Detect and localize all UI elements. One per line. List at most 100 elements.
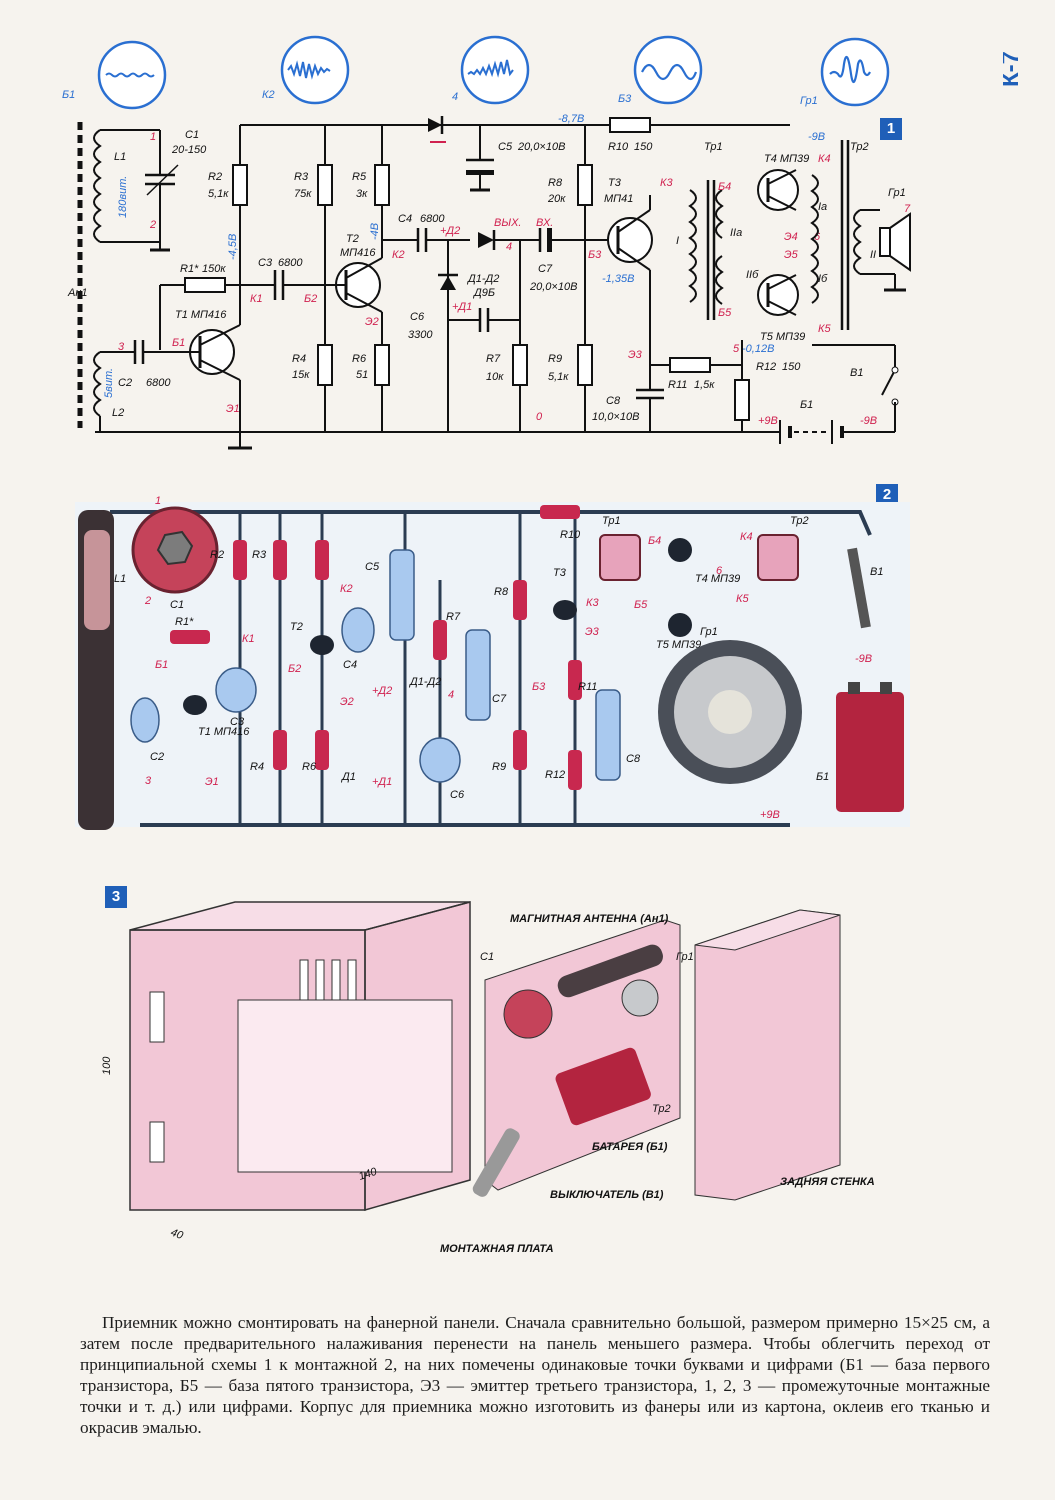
label-c1: С1 — [480, 951, 494, 963]
r4-value: 15к — [292, 369, 310, 381]
point-5: 5 — [733, 343, 740, 355]
w-r12: R12 — [545, 769, 565, 781]
w-c7: C7 — [492, 693, 507, 705]
w-d1-name: Д1 — [340, 771, 356, 783]
antenna-label: Ан1 — [67, 287, 88, 299]
t4-label: T4 МП39 — [764, 153, 809, 165]
t3-name: T3 — [608, 177, 622, 189]
w-gr1: Гр1 — [700, 626, 718, 638]
w-4: 4 — [448, 689, 454, 701]
t3-type: МП41 — [604, 193, 633, 205]
label-switch: ВЫКЛЮЧАТЕЛЬ (В1) — [550, 1189, 664, 1201]
w-b5: Б5 — [634, 599, 648, 611]
t5-label: T5 МП39 — [760, 331, 805, 343]
w-c8: C8 — [626, 753, 641, 765]
r2-value: 5,1к — [208, 188, 229, 200]
w-r7: R7 — [446, 611, 461, 623]
point-e5: Э5 — [784, 249, 799, 261]
l2-label: L2 — [112, 407, 124, 419]
v1-label: В1 — [850, 367, 863, 379]
c2-name: C2 — [118, 377, 132, 389]
voltage-minus: -9В — [860, 415, 877, 427]
w-t3: T3 — [553, 567, 567, 579]
r8-name: R8 — [548, 177, 563, 189]
scope-label-b1: Б1 — [62, 89, 75, 101]
c1-name: C1 — [185, 129, 199, 141]
w-d-label: Д1-Д2 — [408, 676, 441, 688]
point-2: 2 — [149, 219, 156, 231]
in-label: ВХ. — [536, 217, 553, 229]
r3-value: 75к — [294, 188, 312, 200]
w-point-2: 2 — [144, 595, 151, 607]
point-e2: Э2 — [365, 316, 379, 328]
r2-name: R2 — [208, 171, 222, 183]
r1-name: R1* — [180, 263, 199, 275]
w-t5: T5 МП39 — [656, 639, 701, 651]
c6-value: 3300 — [408, 329, 433, 341]
w-c1-label: C1 — [170, 599, 184, 611]
d1-label: +Д1 — [452, 301, 472, 313]
w-point-3: 3 — [145, 775, 152, 787]
r4-name: R4 — [292, 353, 306, 365]
scope-b1: Б1 — [62, 40, 167, 110]
r5-value: 3к — [356, 188, 368, 200]
battery-label: Б1 — [800, 399, 813, 411]
r11-value: 1,5к — [694, 379, 715, 391]
out-label: ВЫХ. — [494, 217, 521, 229]
l1-label: L1 — [114, 151, 126, 163]
w-tr1: Тр1 — [602, 515, 621, 527]
winding-iib: IIб — [746, 269, 759, 281]
label-battery: БАТАРЕЯ (Б1) — [592, 1141, 668, 1153]
r1-value: 150к — [202, 263, 226, 275]
voltage-plus: +9В — [758, 415, 778, 427]
r9-name: R9 — [548, 353, 562, 365]
w-k1: К1 — [242, 633, 255, 645]
c4-value: 6800 — [420, 213, 445, 225]
tr2-label: Тр2 — [850, 141, 869, 153]
r9-value: 5,1к — [548, 371, 569, 383]
scope-label-gr1: Гр1 — [800, 95, 818, 107]
w-r6: R6 — [302, 761, 317, 773]
c3-value: 6800 — [278, 257, 303, 269]
w-r4: R4 — [250, 761, 264, 773]
c6-name: C6 — [410, 311, 425, 323]
dim-width: 140 — [357, 1165, 379, 1182]
point-b3: Б3 — [588, 249, 602, 261]
label-back-wall: ЗАДНЯЯ СТЕНКА — [780, 1176, 875, 1188]
winding-iia: IIа — [730, 227, 742, 239]
enclosure-diagram: 100 140 40 МАГНИТНАЯ АНТЕННА (Ан1) С1 Гр… — [101, 901, 875, 1255]
w-minus: -9В — [855, 653, 872, 665]
voltage-t1: -4,5В — [227, 234, 239, 260]
r10-name: R10 — [608, 141, 629, 153]
w-e1: Э1 — [205, 776, 219, 788]
w-r2: R2 — [210, 549, 224, 561]
point-k3: К3 — [660, 177, 673, 189]
scope-label-k2: К2 — [262, 89, 275, 101]
w-r11: R11 — [578, 681, 597, 693]
point-4: 4 — [506, 241, 512, 253]
w-k3: К3 — [586, 597, 599, 609]
diodes-type: Д9Б — [472, 287, 495, 299]
label-magnetic-antenna: МАГНИТНАЯ АНТЕННА (Ан1) — [510, 913, 669, 925]
c7-value: 20,0×10В — [529, 281, 577, 293]
point-b5: Б5 — [718, 307, 732, 319]
point-e4: Э4 — [784, 231, 798, 243]
figure-1-badge: 1 — [880, 118, 902, 140]
r12-value: 150 — [782, 361, 801, 373]
w-e2: Э2 — [340, 696, 354, 708]
w-c3: C3 — [230, 716, 245, 728]
c2-value: 6800 — [146, 377, 171, 389]
voltage-t3: -1,35В — [602, 273, 634, 285]
label-gr1: Гр1 — [676, 951, 694, 963]
schematic-diagram: Б1 К2 4 Б3 Гр1 L1 180вит. C1 20-150 1 2 … — [62, 35, 911, 450]
w-b1p: Б1 — [155, 659, 168, 671]
scope-b3: Б3 — [618, 35, 703, 105]
w-c5: C5 — [365, 561, 380, 573]
gr1-label: Гр1 — [888, 187, 906, 199]
caption: Приемник можно смонтировать на фанерной … — [80, 1313, 990, 1437]
w-tr2: Тр2 — [790, 515, 809, 527]
w-k5: К5 — [736, 593, 749, 605]
w-v1: В1 — [870, 566, 883, 578]
tr1-label: Тр1 — [704, 141, 723, 153]
voltage-t2: -4В — [369, 223, 381, 240]
